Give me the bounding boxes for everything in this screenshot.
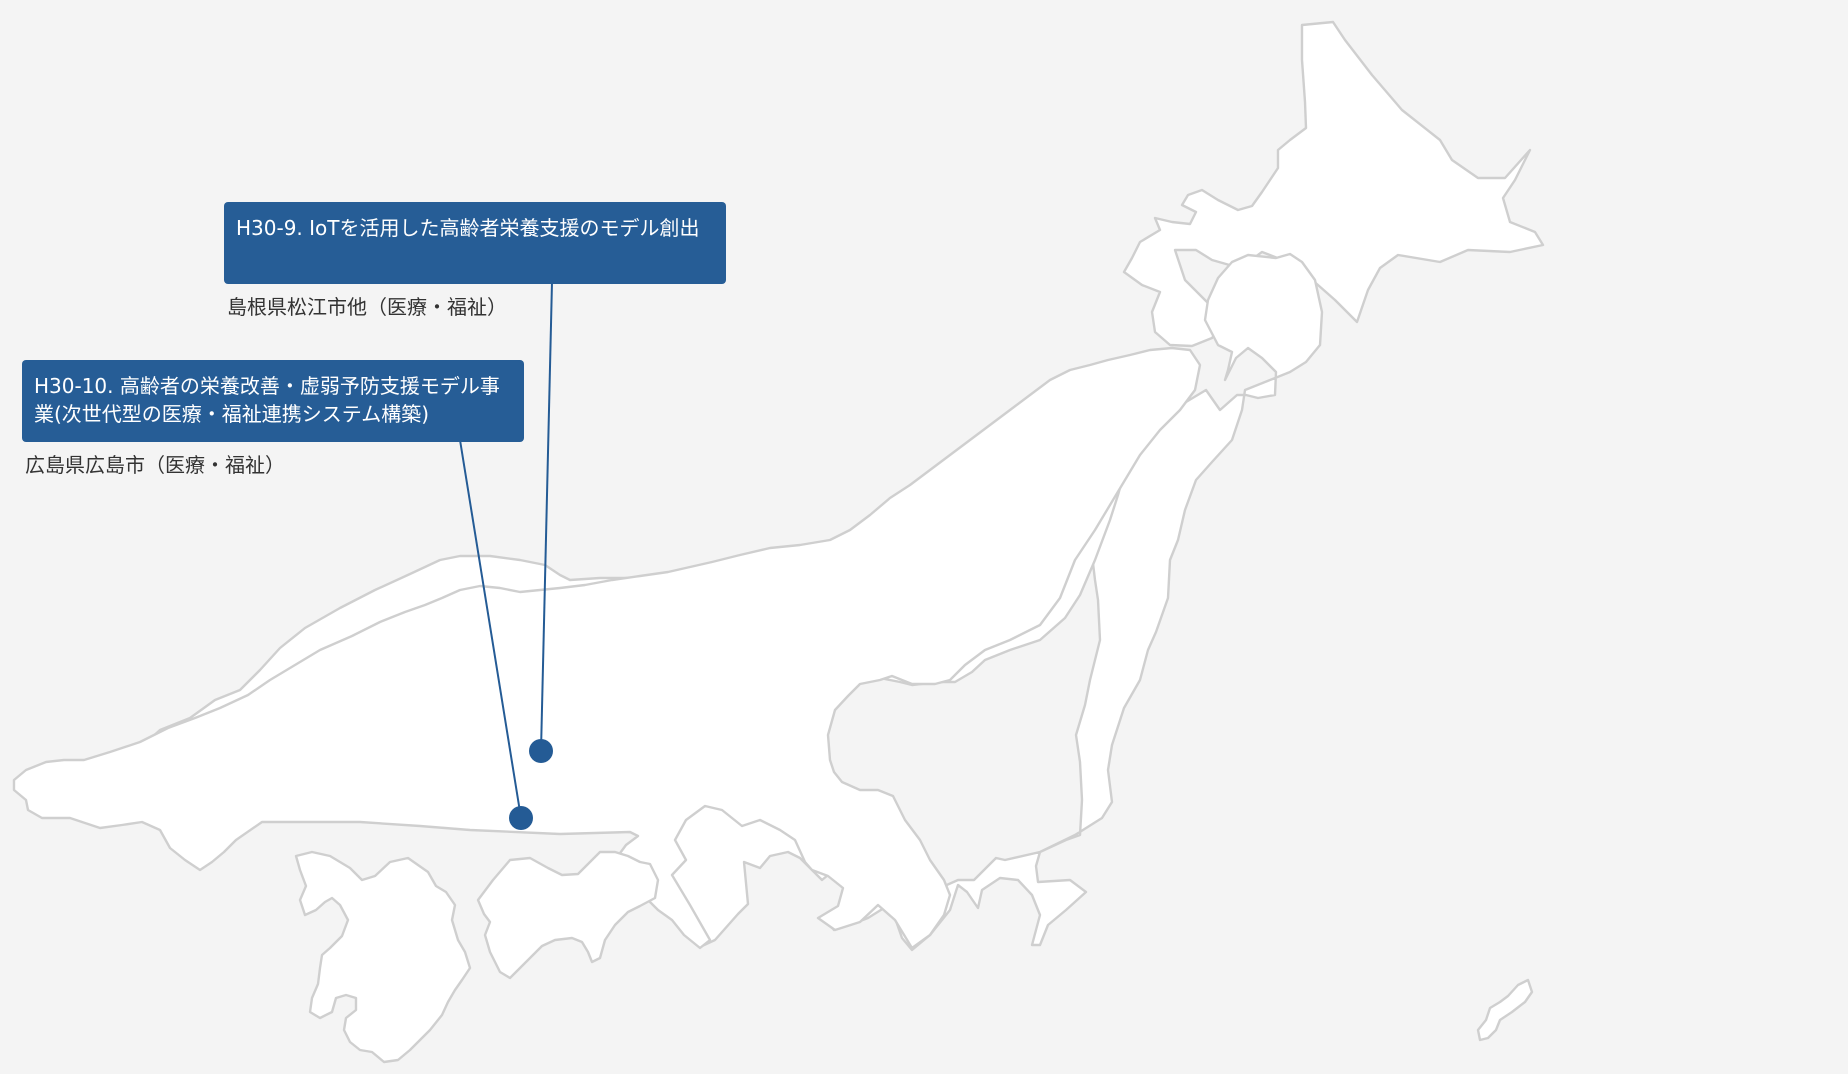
project-code: H30-10. (34, 374, 114, 398)
project-callout-h30-9: H30-9. IoTを活用した高齢者栄養支援のモデル創出 島根県松江市他（医療・… (224, 202, 726, 320)
hokkaido-landmass (1122, 20, 1545, 348)
map-pin-matsue[interactable] (529, 739, 553, 763)
map-pin-hiroshima[interactable] (509, 806, 533, 830)
leader-line-matsue (540, 281, 553, 752)
kyushu-landmass (294, 850, 472, 1064)
project-location: 広島県広島市（医療・福祉） (25, 453, 285, 477)
project-code: H30-9. (236, 216, 303, 240)
project-card[interactable]: H30-9. IoTを活用した高齢者栄養支援のモデル創出 (224, 202, 726, 284)
project-title: IoTを活用した高齢者栄養支援のモデル創出 (309, 216, 700, 240)
project-callout-h30-10: H30-10. 高齢者の栄養改善・虚弱予防支援モデル事業(次世代型の医療・福祉連… (22, 360, 524, 478)
leader-line-hiroshima (459, 439, 522, 819)
project-card[interactable]: H30-10. 高齢者の栄養改善・虚弱予防支援モデル事業(次世代型の医療・福祉連… (22, 360, 524, 442)
shikoku-landmass (476, 850, 660, 980)
chugoku-kinki-landmass (12, 346, 1202, 950)
project-location: 島根県松江市他（医療・福祉） (227, 295, 507, 319)
project-title: 高齢者の栄養改善・虚弱予防支援モデル事業(次世代型の医療・福祉連携システム構築) (34, 374, 500, 426)
izu-island-landmass (1476, 978, 1534, 1042)
